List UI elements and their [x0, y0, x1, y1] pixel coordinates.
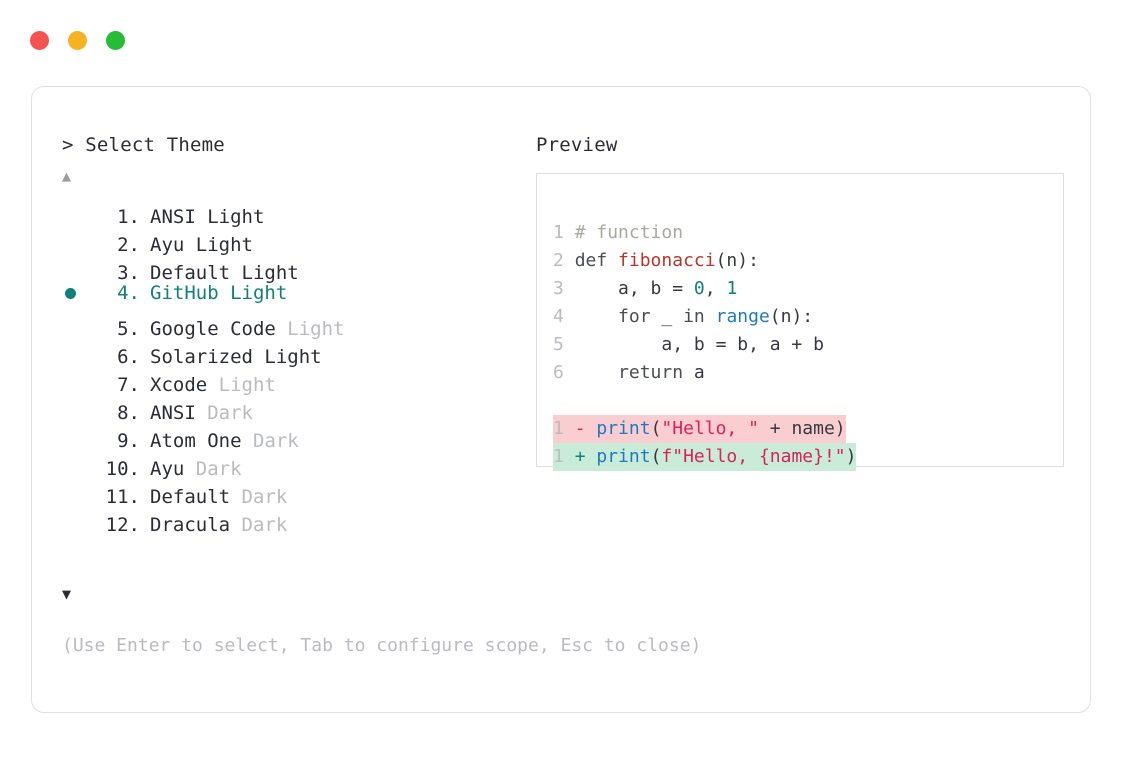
preview-title: Preview	[536, 134, 618, 156]
theme-item-number: 5.	[117, 318, 140, 340]
line-number: 2	[553, 250, 564, 271]
selection-dot-icon	[65, 288, 76, 299]
theme-list-item[interactable]: 9. Atom One Dark	[62, 419, 532, 452]
minimize-window-icon[interactable]	[68, 31, 87, 50]
keyboard-hint: (Use Enter to select, Tab to configure s…	[62, 635, 702, 656]
theme-item-variant: Light	[207, 374, 276, 396]
theme-item-label: Default Light	[150, 262, 299, 284]
diff-marker: +	[574, 446, 586, 467]
theme-item-label: GitHub Light	[150, 282, 288, 304]
bullet-slot	[62, 447, 94, 475]
theme-item-label: Atom One Dark	[150, 430, 299, 452]
theme-item-label: Google Code Light	[150, 318, 345, 340]
bullet-slot	[62, 391, 94, 419]
theme-list-item[interactable]: 4. GitHub Light	[62, 279, 532, 307]
theme-list-item[interactable]: 12. Dracula Dark	[62, 503, 532, 536]
code-line: 5 a, b = b, a + b	[553, 334, 824, 355]
bullet-slot	[62, 223, 94, 251]
code-line: 2 def fibonacci(n):	[553, 250, 759, 271]
theme-item-label: Ayu Dark	[150, 458, 242, 480]
theme-item-label: Default Dark	[150, 486, 288, 508]
theme-list-item[interactable]: 2. Ayu Light	[62, 223, 532, 256]
theme-item-number: 3.	[117, 262, 140, 284]
theme-list-item[interactable]: 6. Solarized Light	[62, 335, 532, 368]
code-line: 4 for _ in range(n):	[553, 306, 814, 327]
code-preview-box: 1 # function 2 def fibonacci(n): 3 a, b = …	[536, 173, 1064, 471]
theme-item-number: 11.	[105, 486, 140, 508]
theme-list-item[interactable]: 1. ANSI Light	[62, 195, 532, 228]
theme-item-number: 9.	[117, 430, 140, 452]
diff-marker: -	[574, 418, 586, 439]
scroll-down-icon[interactable]: ▼	[62, 585, 72, 603]
theme-item-number: 8.	[117, 402, 140, 424]
bullet-slot	[62, 335, 94, 363]
theme-list-item[interactable]: 7. Xcode Light	[62, 363, 532, 396]
page-title: > Select Theme	[62, 133, 532, 157]
bullet-slot	[62, 307, 94, 335]
theme-item-label: Ayu Light	[150, 234, 253, 256]
line-number: 1	[553, 446, 564, 467]
theme-item-label: Dracula Dark	[150, 514, 288, 536]
theme-item-variant: Dark	[195, 402, 253, 424]
line-number: 3	[553, 278, 564, 299]
theme-select-column: > Select Theme ▲ 1. ANSI Light 2. Ayu Light…	[62, 133, 532, 536]
close-window-icon[interactable]	[30, 31, 49, 50]
line-number: 6	[553, 362, 564, 383]
bullet-slot	[62, 251, 94, 279]
bullet-slot	[62, 363, 94, 391]
line-number: 4	[553, 306, 564, 327]
theme-item-label: Solarized Light	[150, 346, 322, 368]
code-line: 3 a, b = 0, 1	[553, 278, 738, 299]
preview-column: Preview	[536, 133, 1068, 157]
theme-list-item[interactable]: 8. ANSI Dark	[62, 391, 532, 424]
line-number: 1	[553, 222, 564, 243]
diff-added-line: 1 + print(f"Hello, {name}!")	[553, 443, 857, 471]
theme-item-label: Xcode Light	[150, 374, 276, 396]
selected-bullet-icon	[62, 280, 94, 308]
theme-item-number: 10.	[105, 458, 140, 480]
theme-item-variant: Dark	[184, 458, 242, 480]
theme-list-item[interactable]: 10. Ayu Dark	[62, 447, 532, 480]
theme-item-number: 4.	[117, 282, 140, 304]
theme-item-label: ANSI Light	[150, 206, 265, 228]
code-spacer	[553, 387, 856, 415]
theme-picker-panel: > Select Theme ▲ 1. ANSI Light 2. Ayu Light…	[31, 86, 1091, 713]
prompt-title: Select Theme	[85, 134, 225, 156]
theme-item-variant: Dark	[230, 514, 288, 536]
maximize-window-icon[interactable]	[106, 31, 125, 50]
line-number: 5	[553, 334, 564, 355]
window-traffic-lights	[30, 31, 125, 50]
bullet-slot	[62, 195, 94, 223]
scroll-up-icon[interactable]: ▲	[62, 167, 72, 185]
theme-item-number: 12.	[105, 514, 140, 536]
theme-item-number: 1.	[117, 206, 140, 228]
theme-list-item[interactable]: 5. Google Code Light	[62, 307, 532, 340]
bullet-slot	[62, 475, 94, 503]
theme-item-number: 7.	[117, 374, 140, 396]
bullet-slot	[62, 503, 94, 531]
code-line: 6 return a	[553, 362, 705, 383]
theme-list-item[interactable]: 11. Default Dark	[62, 475, 532, 508]
theme-item-variant: Dark	[241, 430, 299, 452]
theme-list-item[interactable]: 3. Default Light	[62, 251, 532, 284]
theme-item-number: 2.	[117, 234, 140, 256]
theme-item-variant: Dark	[230, 486, 288, 508]
bullet-slot	[62, 419, 94, 447]
code-line: 1 # function	[553, 222, 684, 243]
prompt-marker: >	[62, 134, 74, 156]
diff-removed-line: 1 - print("Hello, " + name)	[553, 415, 846, 443]
code-preview-content: 1 # function 2 def fibonacci(n): 3 a, b = …	[553, 219, 857, 471]
theme-item-label: ANSI Dark	[150, 402, 253, 424]
theme-item-variant: Light	[275, 318, 345, 340]
line-number: 1	[553, 418, 564, 439]
theme-item-number: 6.	[117, 346, 140, 368]
